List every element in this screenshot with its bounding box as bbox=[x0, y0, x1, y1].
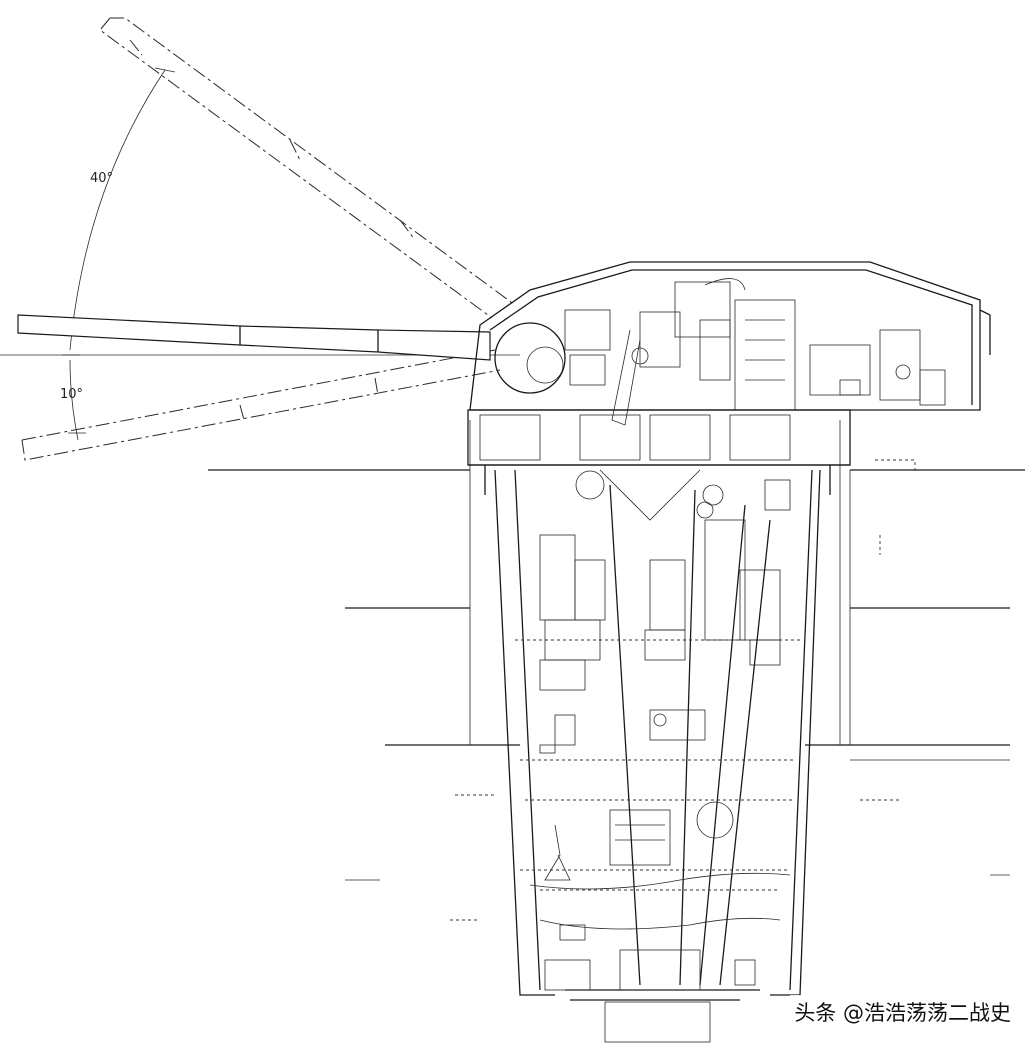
depression-angle-label: 10° bbox=[60, 387, 83, 402]
barbette-trunk bbox=[494, 469, 821, 1043]
ammunition-hoist-trunk bbox=[599, 469, 771, 986]
platform-lines bbox=[515, 639, 800, 930]
lower-machinery-right bbox=[609, 479, 791, 991]
elevation-angle-label: 40° bbox=[90, 171, 113, 186]
barrel-elevated-outline bbox=[99, 17, 516, 319]
barrel-depressed-outline bbox=[21, 349, 501, 461]
right-dashed-details bbox=[450, 459, 916, 921]
gunhouse-machinery bbox=[564, 278, 946, 426]
main-gun-barrel bbox=[17, 314, 491, 361]
turret-floor-structure bbox=[467, 409, 851, 495]
deck-reference-lines bbox=[0, 354, 1025, 881]
lower-machinery-left bbox=[539, 470, 606, 991]
elevation-arc: 40° 10° bbox=[60, 67, 176, 441]
source-watermark: 头条 @浩浩荡荡二战史 bbox=[790, 995, 1015, 1029]
